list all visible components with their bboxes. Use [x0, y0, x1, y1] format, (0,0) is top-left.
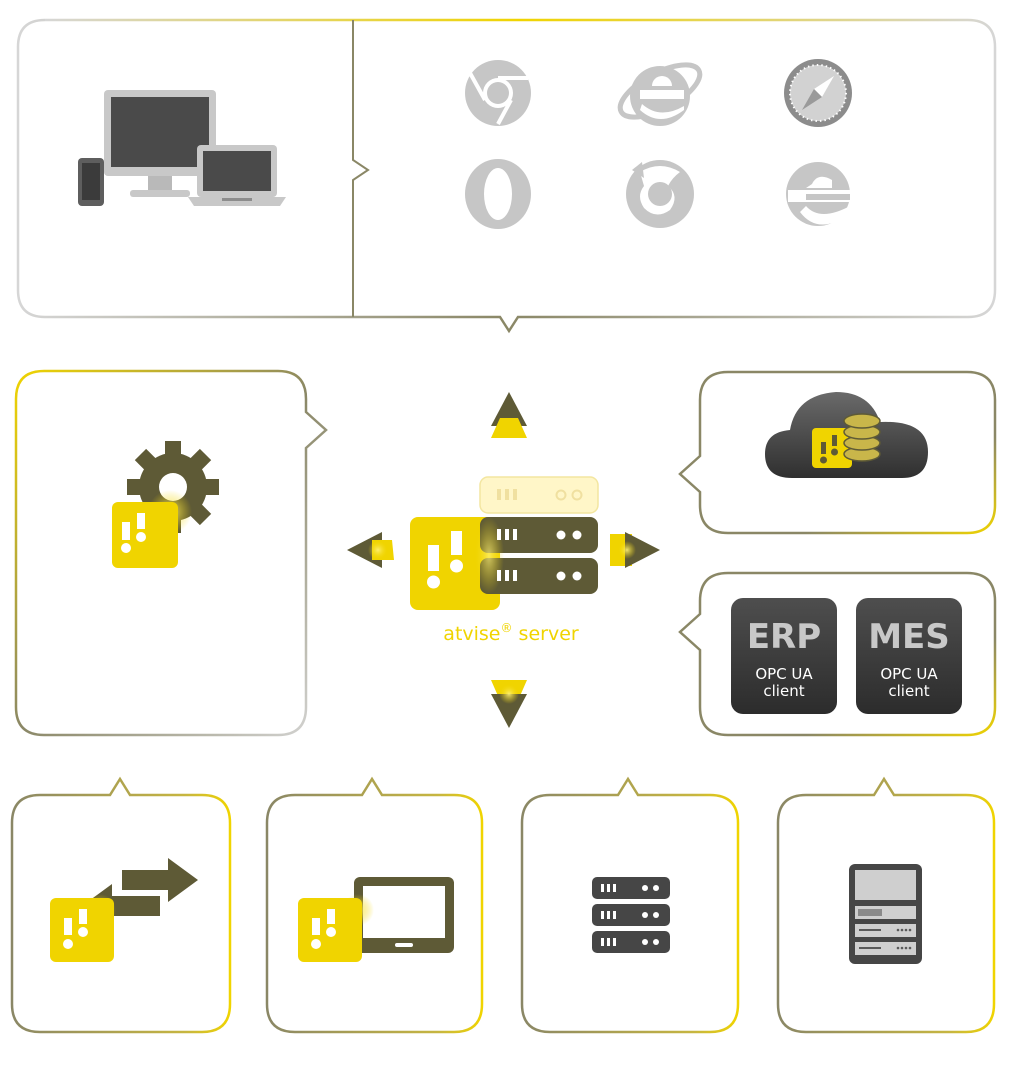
server-label-name: atvise [443, 623, 500, 645]
erp-line2: client [763, 682, 804, 700]
center-server [410, 476, 599, 610]
opera-icon [465, 159, 531, 229]
mes-client-card: MES OPC UA client [856, 598, 962, 714]
erp-client-card: ERP OPC UA client [731, 598, 837, 714]
chrome-icon [465, 60, 531, 126]
cloud-database-icon [765, 392, 928, 478]
bottom-card-4 [776, 776, 996, 1034]
data-exchange-icon [50, 858, 198, 962]
internet-explorer-icon [617, 62, 703, 126]
bottom-card-2 [265, 776, 484, 1034]
edge-icon [786, 162, 850, 226]
server-rack-icon [592, 877, 670, 953]
cloud-panel [678, 370, 997, 535]
config-panel [14, 369, 328, 737]
bottom-card-3 [520, 776, 740, 1034]
firefox-icon [626, 160, 694, 228]
server-label: atvise® server [443, 621, 579, 645]
bottom-card-1 [10, 776, 232, 1034]
tablet-panel-icon [298, 877, 454, 962]
devices-icon [78, 90, 286, 206]
arrow-up [491, 392, 527, 438]
mes-line1: OPC UA [880, 665, 938, 683]
mes-line2: client [888, 682, 929, 700]
registered-mark: ® [501, 621, 513, 635]
server-label-suffix: server [513, 623, 579, 645]
arrow-left [347, 532, 394, 568]
arrow-down [491, 680, 527, 728]
atvise-logo-icon [112, 502, 178, 568]
arrow-right [610, 532, 660, 568]
industrial-panel-icon [849, 864, 922, 964]
safari-icon [784, 59, 852, 127]
top-panel [16, 18, 997, 334]
clients-panel [678, 571, 997, 737]
erp-line1: OPC UA [755, 665, 813, 683]
mes-title: MES [868, 617, 950, 657]
erp-title: ERP [747, 617, 821, 657]
